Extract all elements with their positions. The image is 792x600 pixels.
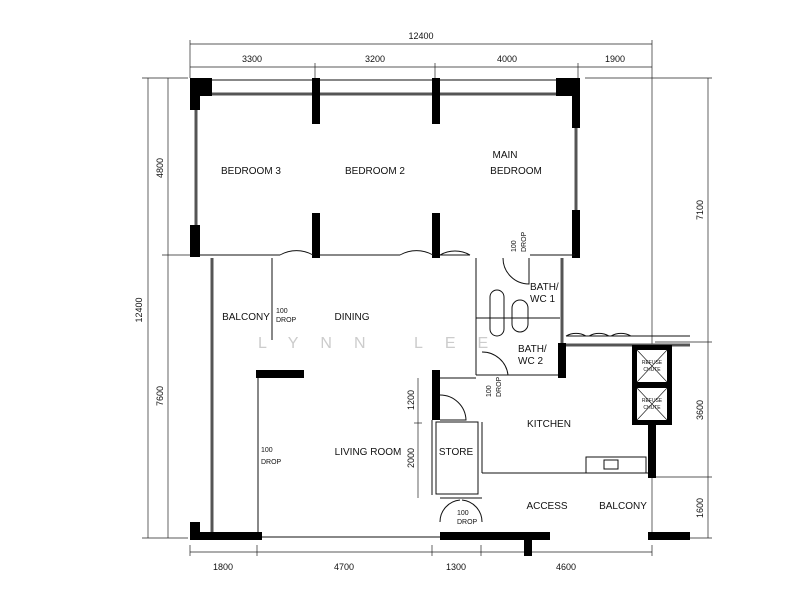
dim-left-total: 12400 bbox=[134, 297, 144, 322]
svg-text:100: 100 bbox=[457, 510, 469, 517]
room-bath-wc-2: BATH/ bbox=[518, 344, 547, 355]
toilet-fixtures bbox=[489, 289, 529, 337]
dim-store: 1200 bbox=[406, 390, 416, 410]
room-bath-wc-2: WC 2 bbox=[518, 356, 543, 367]
svg-text:REFUSE: REFUSE bbox=[642, 360, 663, 366]
dim-bottom: 4700 bbox=[334, 562, 354, 572]
room-bedroom-3: BEDROOM 3 bbox=[221, 166, 281, 177]
dim-top: 4000 bbox=[497, 54, 517, 64]
drop-balcony: 100 DROP bbox=[276, 308, 297, 324]
dim-bottom: 1800 bbox=[213, 562, 233, 572]
dim-left: 7600 bbox=[155, 386, 165, 406]
dim-right: 1600 bbox=[695, 498, 705, 518]
drop-bath-1: 100 bbox=[511, 240, 518, 252]
room-kitchen: KITCHEN bbox=[527, 419, 571, 430]
room-bath-wc-1: BATH/ bbox=[530, 282, 559, 293]
room-store: STORE bbox=[439, 447, 474, 458]
svg-text:100: 100 bbox=[276, 308, 288, 315]
dim-right: 3600 bbox=[695, 400, 705, 420]
svg-text:DROP: DROP bbox=[276, 317, 297, 324]
svg-text:CHUTE: CHUTE bbox=[643, 367, 661, 373]
svg-text:100: 100 bbox=[261, 447, 273, 454]
dim-bottom: 1300 bbox=[446, 562, 466, 572]
drop-bath-2: 100 bbox=[486, 385, 493, 397]
dim-top: 3200 bbox=[365, 54, 385, 64]
room-access-balcony: BALCONY bbox=[599, 501, 647, 512]
svg-text:CHUTE: CHUTE bbox=[643, 405, 661, 411]
svg-text:REFUSE: REFUSE bbox=[642, 398, 663, 404]
dim-top-total: 12400 bbox=[408, 31, 433, 41]
svg-text:DROP: DROP bbox=[261, 459, 282, 466]
walls bbox=[190, 78, 690, 556]
drop-bath-1: DROP bbox=[521, 231, 528, 252]
dim-top: 3300 bbox=[242, 54, 262, 64]
dimension-lines bbox=[142, 40, 712, 556]
dim-store: 2000 bbox=[406, 448, 416, 468]
watermark: LYNN LEE bbox=[258, 335, 510, 352]
dim-left: 4800 bbox=[155, 158, 165, 178]
room-bedroom-2: BEDROOM 2 bbox=[345, 166, 405, 177]
drop-living: 100 DROP bbox=[261, 447, 282, 466]
room-main-bedroom: MAIN bbox=[493, 150, 518, 161]
room-living: LIVING ROOM bbox=[335, 447, 402, 458]
room-dining: DINING bbox=[335, 312, 370, 323]
drop-bath-2: DROP bbox=[496, 376, 503, 397]
door-swings bbox=[279, 250, 632, 523]
dim-right: 7100 bbox=[695, 200, 705, 220]
room-main-bedroom: BEDROOM bbox=[490, 166, 542, 177]
svg-text:DROP: DROP bbox=[457, 519, 478, 526]
drop-access: 100 DROP bbox=[457, 510, 478, 526]
room-balcony: BALCONY bbox=[222, 312, 270, 323]
dim-top: 1900 bbox=[605, 54, 625, 64]
refuse-chute: REFUSE CHUTE REFUSE CHUTE bbox=[632, 345, 672, 425]
room-bath-wc-1: WC 1 bbox=[530, 294, 555, 305]
room-access-balcony: ACCESS bbox=[526, 501, 567, 512]
dim-bottom: 4600 bbox=[556, 562, 576, 572]
